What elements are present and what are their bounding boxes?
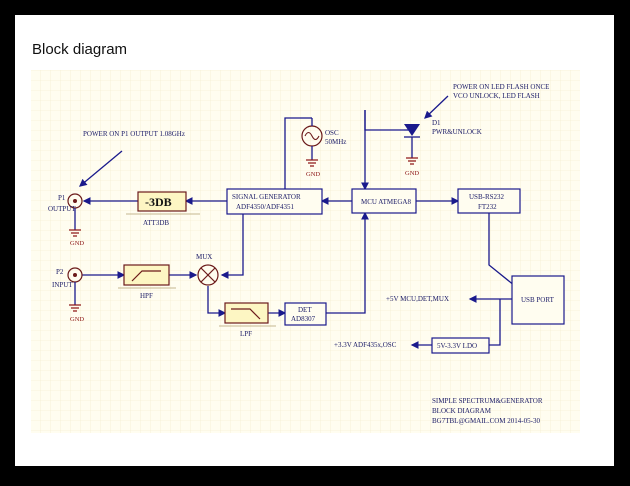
usb-port-block [511, 275, 565, 325]
lpf-block [219, 302, 276, 327]
det-label: DET [298, 306, 312, 314]
signal-generator-label: SIGNAL GENERATOR [232, 193, 301, 201]
p2-ground-symbol [69, 304, 81, 312]
det-part: AD8307 [291, 315, 316, 323]
p2-name: INPUT [52, 281, 73, 289]
led-note-line1: POWER ON LED FLASH ONCE [453, 83, 549, 91]
title-line1: SIMPLE SPECTRUM&GENERATOR [432, 397, 543, 405]
usb-rs232-block [457, 188, 521, 214]
p1-label: P1 [58, 194, 66, 202]
hpf-block [118, 264, 176, 289]
p1-note: POWER ON P1 OUTPUT 1.08GHz [83, 130, 185, 138]
schematic-grid [31, 70, 580, 433]
lpf-label: LPF [240, 330, 252, 338]
att-block [137, 191, 187, 212]
usb-port-label: USB PORT [521, 296, 555, 304]
led-note-line2: VCO UNLOCK, LED FLASH [453, 92, 540, 100]
p2-connector [67, 267, 83, 312]
det-block [284, 302, 327, 326]
osc-gnd-label: GND [306, 171, 320, 178]
p1-ground-symbol [69, 229, 81, 237]
osc-label: OSC [325, 129, 339, 137]
att-name: ATT3DB [143, 219, 169, 227]
d1-label: D1 [432, 119, 441, 127]
page-heading: Block diagram [32, 41, 128, 58]
p1-name: OUTPUT [48, 205, 76, 213]
title-line3: BG7TBL@GMAIL.COM 2014-05-30 [432, 417, 540, 425]
signal-generator-part: ADF4350/ADF4351 [236, 203, 294, 211]
wires [79, 95, 522, 349]
p1-connector [67, 193, 83, 237]
osc-frequency: 50MHz [325, 138, 346, 146]
ldo-label: 5V-3.3V LDO [437, 342, 477, 350]
ldo-block [431, 337, 490, 354]
mux-label: MUX [196, 253, 212, 261]
p1-gnd-label: GND [70, 240, 84, 247]
p2-label: P2 [56, 268, 64, 276]
title-line2: BLOCK DIAGRAM [432, 407, 492, 415]
led-symbol [404, 124, 420, 165]
led-gnd-label: GND [405, 170, 419, 177]
mcu-block [351, 188, 417, 214]
signal-generator-block [226, 188, 323, 215]
usb-rs232-part: FT232 [478, 203, 497, 211]
d1-name: PWR&UNLOCK [432, 128, 482, 136]
power-3v3-label: +3.3V ADF435x,OSC [334, 341, 397, 349]
mux-symbol [197, 264, 219, 286]
p2-gnd-label: GND [70, 316, 84, 323]
power-5v-label: +5V MCU,DET,MUX [386, 295, 449, 303]
mcu-label: MCU ATMEGA8 [361, 198, 411, 206]
hpf-label: HPF [140, 292, 153, 300]
oscillator-symbol [300, 117, 323, 167]
usb-rs232-label: USB-RS232 [469, 193, 505, 201]
att-value: -3DB [145, 195, 172, 209]
